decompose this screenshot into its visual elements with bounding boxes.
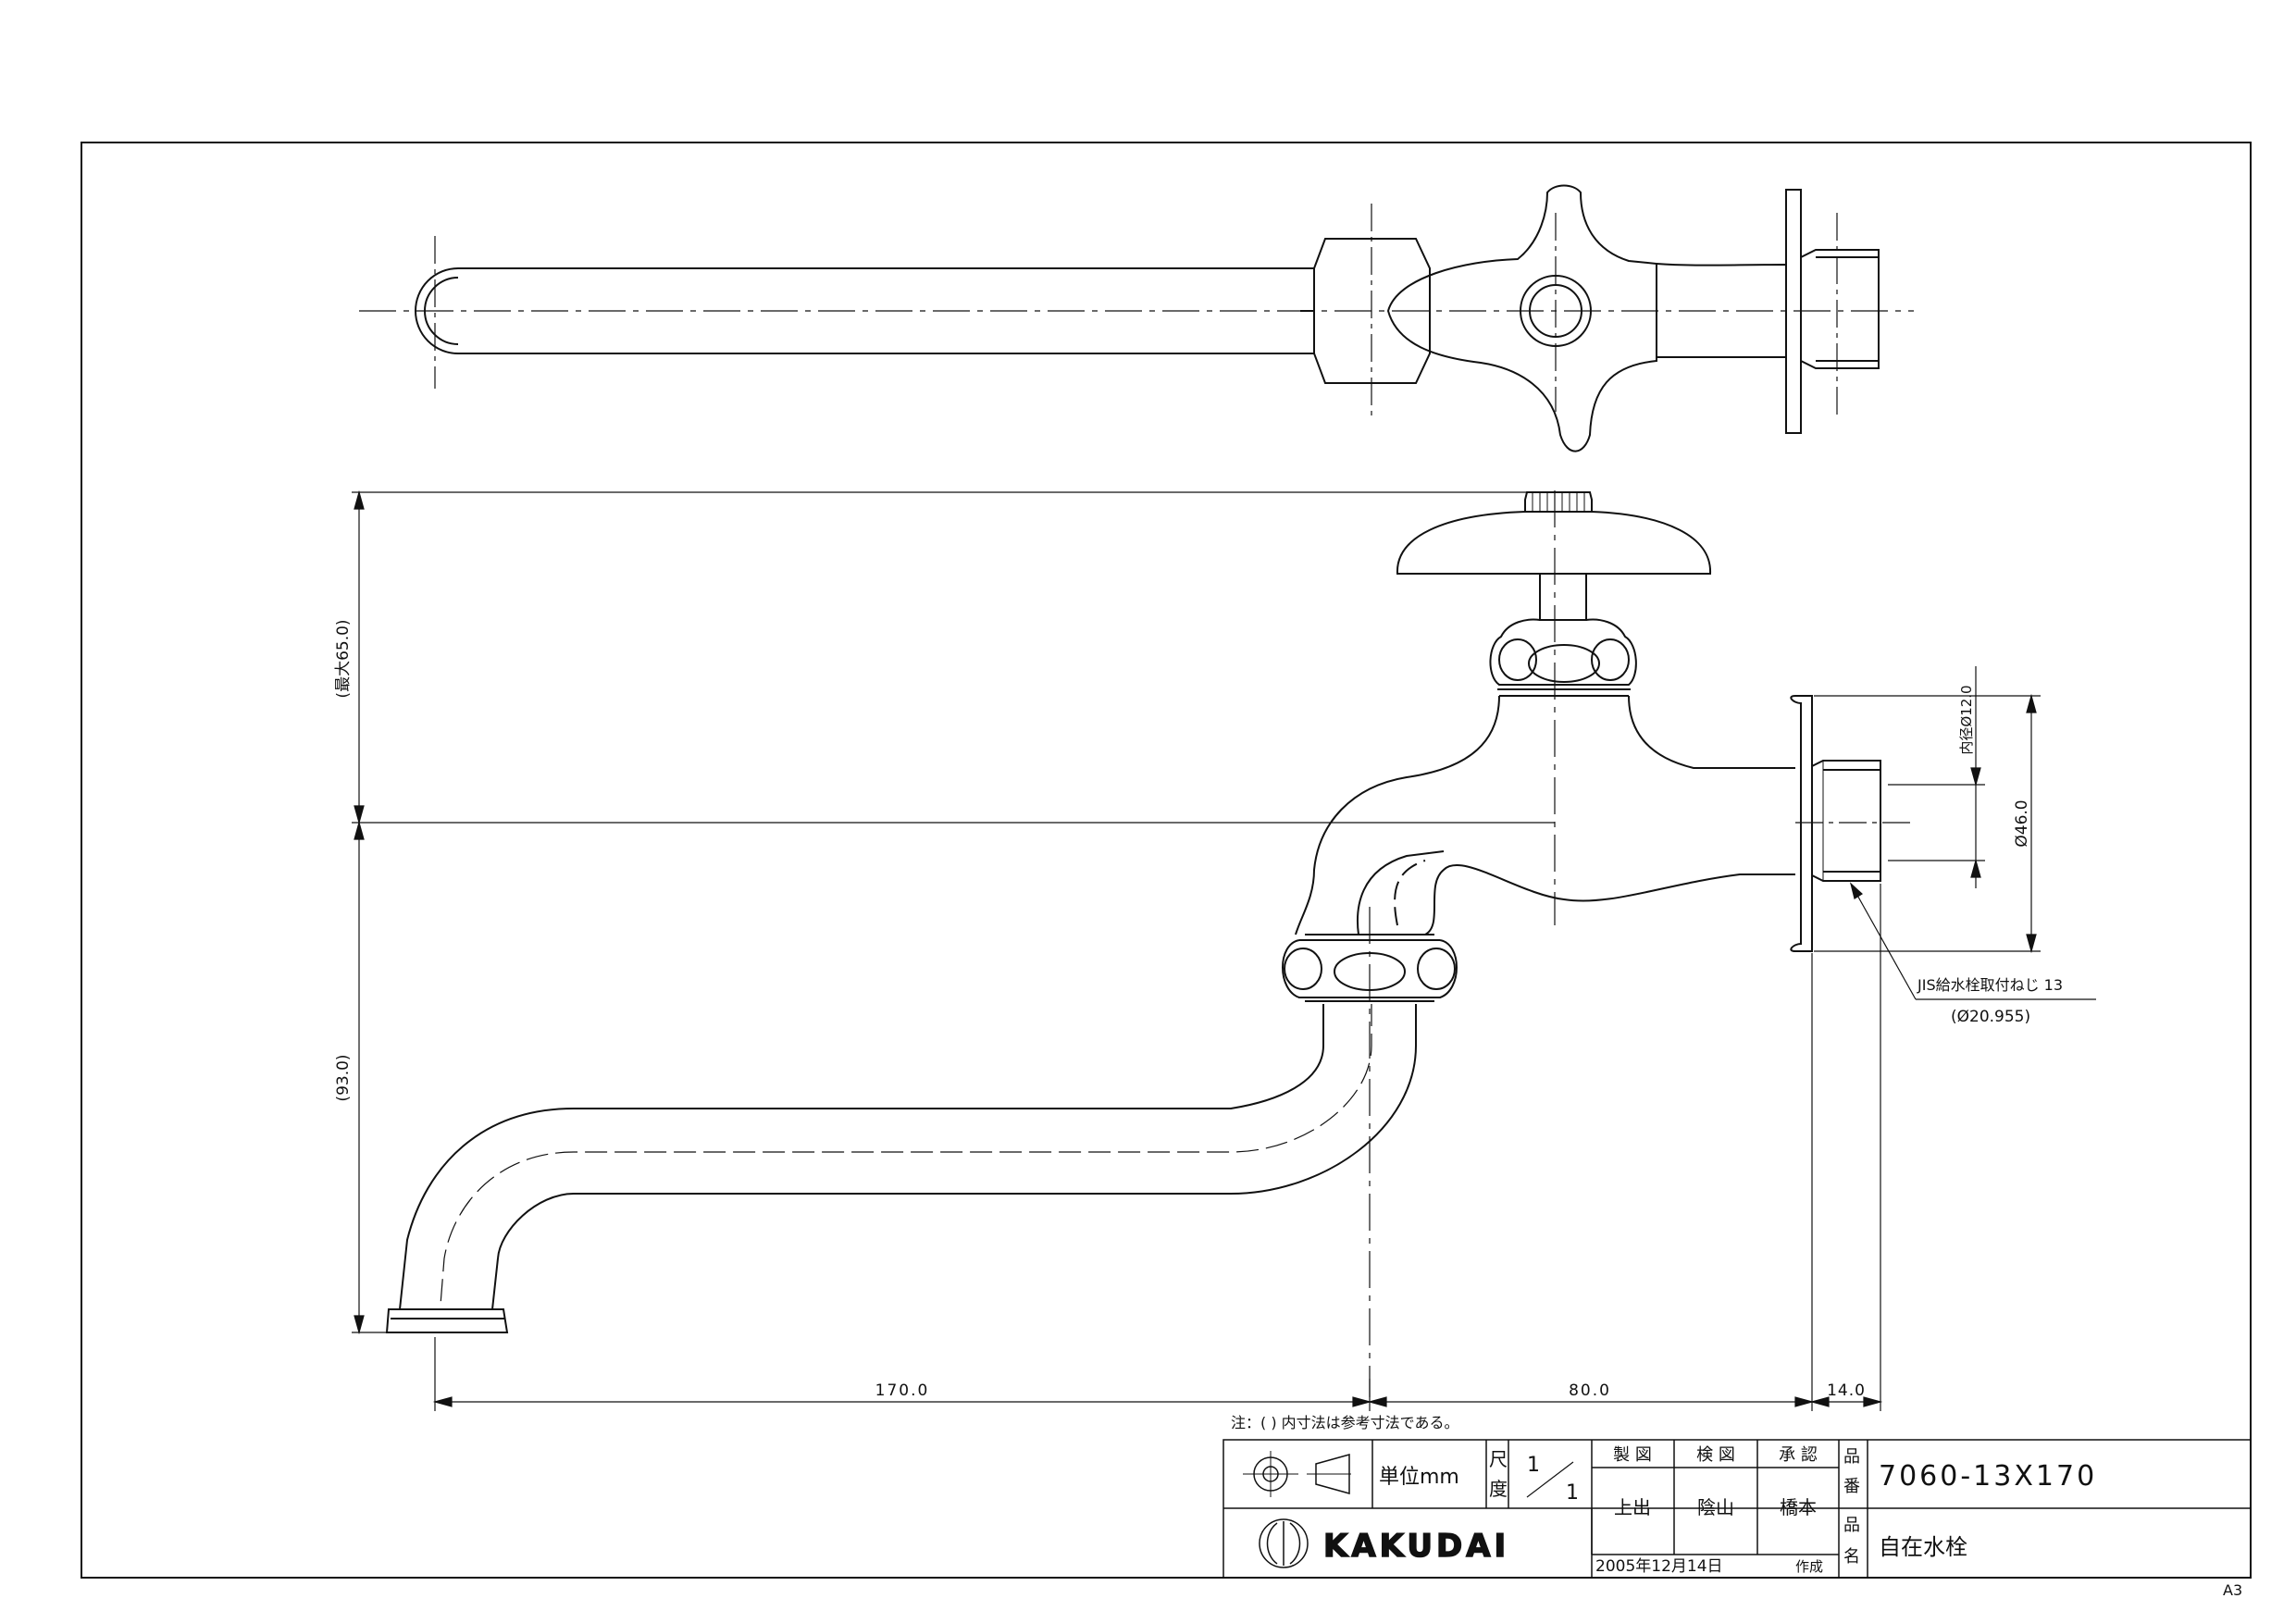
dimension-lines: [352, 489, 2096, 1411]
col-drawn-label: 製 図: [1613, 1445, 1652, 1465]
sheet-border: [81, 142, 2252, 1579]
part-no-label-top: 品: [1843, 1447, 1860, 1467]
sheet-size: A3: [2223, 1581, 2242, 1599]
dim-max-height: (最大65.0): [334, 619, 353, 698]
part-name: 自在水栓: [1879, 1534, 1967, 1560]
scale-denominator: 1: [1566, 1481, 1579, 1505]
col-approved-label: 承 認: [1779, 1445, 1818, 1465]
dim-inner-diameter: 内径Ø12.0: [1958, 685, 1975, 754]
drawing-date: 2005年12月14日: [1595, 1557, 1723, 1576]
unit-label: 単位mm: [1379, 1466, 1459, 1489]
scale-numerator: 1: [1527, 1454, 1540, 1477]
checked-by: 陰山: [1697, 1496, 1734, 1518]
scale-label-top: 尺: [1489, 1448, 1508, 1470]
reference-note: 注：( ) 内寸法は参考寸法である。: [1231, 1414, 1459, 1431]
part-name-label-top: 品: [1843, 1516, 1860, 1535]
company-logo-text: KAKUDAI: [1323, 1528, 1509, 1565]
drawn-by: 上出: [1614, 1496, 1651, 1518]
created-label: 作成: [1795, 1558, 1823, 1575]
title-block: [1222, 1439, 2252, 1579]
part-name-label-bottom: 名: [1843, 1547, 1860, 1567]
dim-thread-length: 14.0: [1827, 1381, 1866, 1400]
part-no-label-bottom: 番: [1843, 1477, 1860, 1496]
dim-body-length: 80.0: [1569, 1381, 1611, 1400]
side-view: [385, 490, 1916, 1397]
part-number: 7060-13X170: [1879, 1460, 2097, 1493]
dim-flange-diameter: Ø46.0: [2013, 799, 2031, 847]
thread-size: (Ø20.955): [1951, 1008, 2030, 1026]
dim-spout-length: 170.0: [875, 1381, 930, 1400]
approved-by: 橋本: [1780, 1496, 1817, 1518]
scale-label-bottom: 度: [1489, 1478, 1508, 1500]
col-checked-label: 検 図: [1696, 1445, 1735, 1465]
top-view: [359, 184, 1914, 452]
dim-height-lower: (93.0): [334, 1054, 353, 1101]
thread-callout: JIS給水栓取付ねじ 13: [1917, 976, 2063, 994]
